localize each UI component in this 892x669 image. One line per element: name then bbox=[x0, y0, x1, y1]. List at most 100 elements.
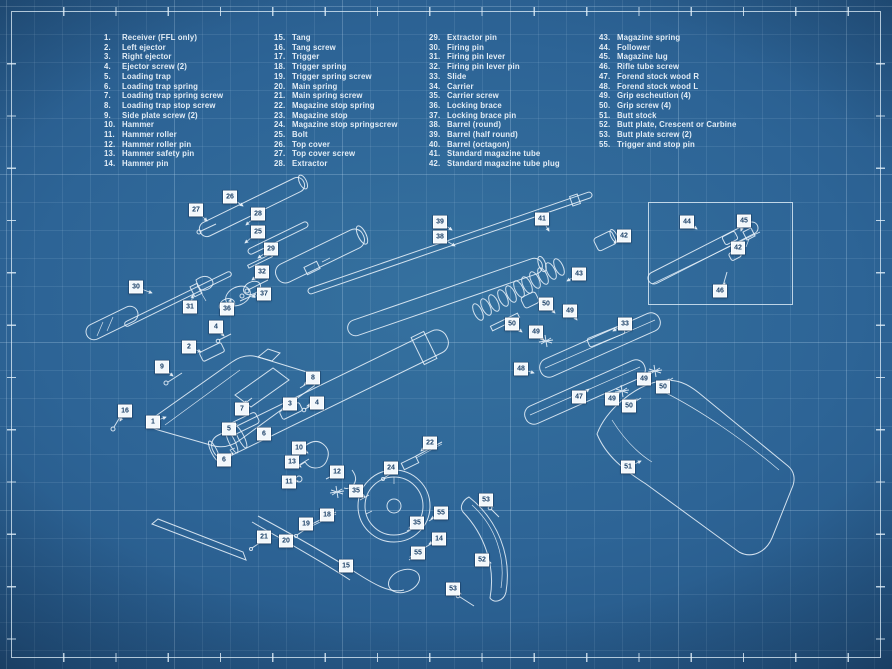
parts-list-item: 46.Rifle tube screw bbox=[599, 62, 680, 72]
callout-55: 55 bbox=[434, 506, 448, 520]
callout-2: 2 bbox=[182, 340, 196, 354]
parts-list-item: 2.Left ejector bbox=[104, 42, 166, 52]
callout-20: 20 bbox=[279, 534, 293, 548]
callout-49: 49 bbox=[563, 304, 577, 318]
callout-55: 55 bbox=[411, 546, 425, 560]
callout-53: 53 bbox=[479, 493, 493, 507]
callout-25: 25 bbox=[251, 225, 265, 239]
callout-49: 49 bbox=[637, 372, 651, 386]
callout-26: 26 bbox=[223, 190, 237, 204]
parts-list-item: 28.Extractor bbox=[274, 159, 328, 169]
callout-42: 42 bbox=[617, 229, 631, 243]
parts-list-item: 37.Locking brace pin bbox=[429, 110, 517, 120]
parts-list-item: 32.Firing pin lever pin bbox=[429, 62, 520, 72]
callout-50: 50 bbox=[539, 297, 553, 311]
parts-list-item: 53.Butt plate screw (2) bbox=[599, 130, 692, 140]
callout-18: 18 bbox=[320, 508, 334, 522]
parts-list-item: 50.Grip screw (4) bbox=[599, 100, 672, 110]
callout-6: 6 bbox=[257, 427, 271, 441]
callout-41: 41 bbox=[535, 212, 549, 226]
parts-list-item: 23.Magazine stop bbox=[274, 110, 348, 120]
parts-list-item: 29.Extractor pin bbox=[429, 33, 498, 42]
parts-list-item: 7.Loading trap spring screw bbox=[104, 91, 224, 101]
parts-list-item: 44.Follower bbox=[599, 42, 651, 52]
parts-list-item: 4.Ejector screw (2) bbox=[104, 62, 187, 72]
callout-36: 36 bbox=[220, 302, 234, 316]
callout-42: 42 bbox=[731, 241, 745, 255]
parts-list-item: 43.Magazine spring bbox=[599, 33, 681, 42]
parts-list-item: 10.Hammer bbox=[104, 120, 155, 130]
callout-43: 43 bbox=[572, 267, 586, 281]
callout-12: 12 bbox=[330, 465, 344, 479]
parts-list-item: 45.Magazine lug bbox=[599, 52, 668, 62]
callout-4: 4 bbox=[209, 320, 223, 334]
callout-16: 16 bbox=[118, 404, 132, 418]
callout-30: 30 bbox=[129, 280, 143, 294]
callout-37: 37 bbox=[257, 287, 271, 301]
callout-10: 10 bbox=[292, 441, 306, 455]
callout-50: 50 bbox=[622, 399, 636, 413]
parts-list-item: 17.Trigger bbox=[274, 52, 320, 62]
callout-15: 15 bbox=[339, 559, 353, 573]
parts-list-item: 12.Hammer roller pin bbox=[104, 139, 192, 149]
callout-13: 13 bbox=[285, 455, 299, 469]
parts-list-item: 39.Barrel (half round) bbox=[429, 130, 518, 140]
parts-list-item: 38.Barrel (round) bbox=[429, 120, 502, 130]
parts-list-item: 20.Main spring bbox=[274, 81, 338, 91]
parts-list-item: 42.Standard magazine tube plug bbox=[429, 159, 560, 169]
callout-38: 38 bbox=[433, 230, 447, 244]
callout-9: 9 bbox=[155, 360, 169, 374]
parts-list-item: 35.Carrier screw bbox=[429, 91, 499, 101]
callout-24: 24 bbox=[384, 461, 398, 475]
callout-5: 5 bbox=[222, 422, 236, 436]
parts-list-item: 55.Trigger and stop pin bbox=[599, 139, 695, 149]
callout-22: 22 bbox=[423, 436, 437, 450]
parts-list-item: 33.Slide bbox=[429, 71, 467, 81]
parts-list-item: 6.Loading trap spring bbox=[104, 81, 199, 91]
callout-3: 3 bbox=[283, 397, 297, 411]
callout-32: 32 bbox=[255, 265, 269, 279]
parts-list-item: 27.Top cover screw bbox=[274, 149, 356, 159]
callout-45: 45 bbox=[737, 214, 751, 228]
callout-53: 53 bbox=[446, 582, 460, 596]
callout-21: 21 bbox=[257, 530, 271, 544]
parts-list-item: 47.Forend stock wood R bbox=[599, 71, 700, 81]
callout-47: 47 bbox=[572, 390, 586, 404]
parts-list-item: 31.Firing pin lever bbox=[429, 52, 506, 62]
parts-list-item: 1.Receiver (FFL only) bbox=[104, 33, 198, 42]
parts-list-item: 49.Grip escheution (4) bbox=[599, 91, 691, 101]
callout-46: 46 bbox=[713, 284, 727, 298]
parts-list-item: 5.Loading trap bbox=[104, 71, 172, 81]
parts-list-item: 22.Magazine stop spring bbox=[274, 100, 375, 110]
callout-39: 39 bbox=[433, 215, 447, 229]
parts-list-item: 14.Hammer pin bbox=[104, 159, 169, 169]
callout-50: 50 bbox=[505, 317, 519, 331]
parts-list-item: 40.Barrel (octagon) bbox=[429, 139, 510, 149]
parts-list-item: 19.Trigger spring screw bbox=[274, 71, 372, 81]
callout-50: 50 bbox=[656, 380, 670, 394]
callout-48: 48 bbox=[514, 362, 528, 376]
parts-list-item: 52.Butt plate, Crescent or Carbine bbox=[599, 120, 737, 130]
callout-44: 44 bbox=[680, 215, 694, 229]
parts-list-item: 36.Locking brace bbox=[429, 100, 502, 110]
callout-28: 28 bbox=[251, 207, 265, 221]
callout-51: 51 bbox=[621, 460, 635, 474]
callout-52: 52 bbox=[475, 553, 489, 567]
callout-33: 33 bbox=[618, 317, 632, 331]
callout-14: 14 bbox=[432, 532, 446, 546]
parts-list-item: 8.Loading trap stop screw bbox=[104, 100, 216, 110]
parts-list-item: 48.Forend stock wood L bbox=[599, 81, 699, 91]
parts-list-item: 41.Standard magazine tube bbox=[429, 149, 541, 159]
parts-list-item: 26.Top cover bbox=[274, 139, 331, 149]
parts-list-item: 3.Right ejector bbox=[104, 52, 172, 62]
parts-list-item: 34.Carrier bbox=[429, 81, 474, 91]
parts-list-item: 18.Trigger spring bbox=[274, 62, 347, 72]
parts-list-item: 24.Magazine stop springscrew bbox=[274, 120, 398, 130]
